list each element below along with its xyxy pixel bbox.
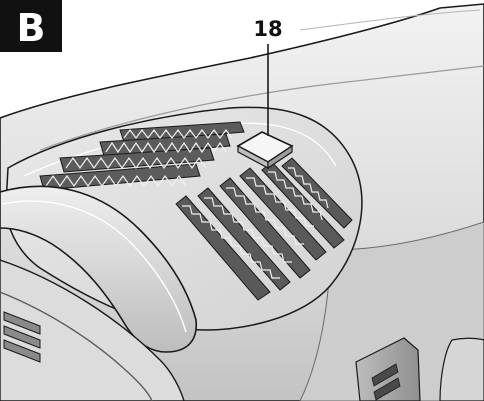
housing-ridge-upper xyxy=(299,9,481,31)
front-handle-edge xyxy=(1,200,187,333)
panel-label-badge xyxy=(0,0,62,52)
front-handle xyxy=(0,185,197,353)
lower-shell-groove xyxy=(0,291,153,401)
lower-shell xyxy=(0,259,185,401)
vent-fins-upper xyxy=(45,129,233,188)
housing-right-flank xyxy=(299,221,484,401)
vent-fins-right xyxy=(182,167,329,279)
vent-slots-upper xyxy=(39,121,245,191)
panel-letter: B xyxy=(17,6,46,50)
right-edge-wheel xyxy=(439,337,484,401)
vent-slots-right xyxy=(175,157,353,301)
lower-right-ribs xyxy=(371,363,401,401)
side-switch xyxy=(3,311,41,363)
callout-number-18: 18 xyxy=(253,17,282,41)
push-button xyxy=(236,131,294,170)
housing-ridge xyxy=(39,65,484,151)
